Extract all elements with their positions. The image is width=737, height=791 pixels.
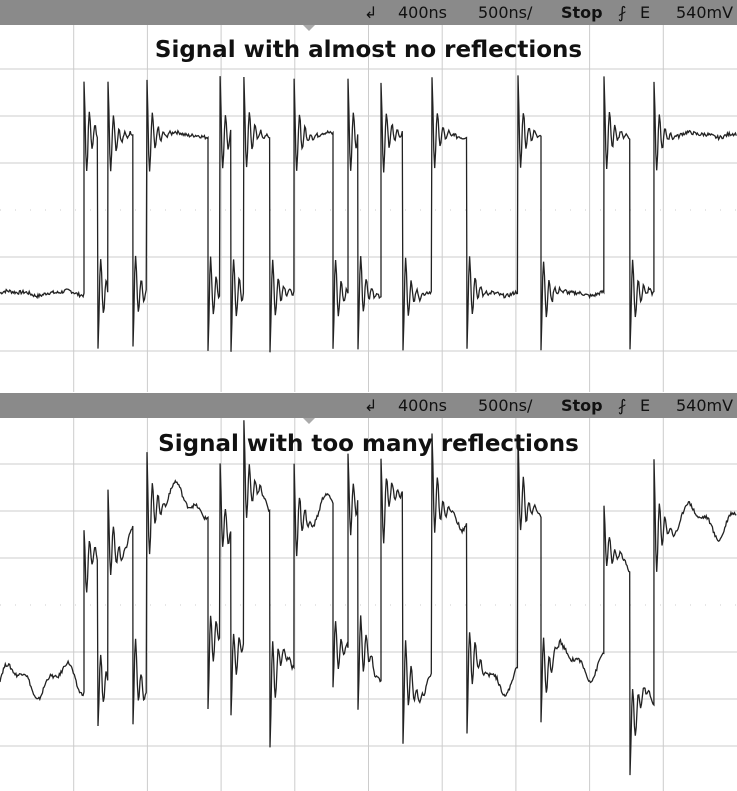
trigger-source: E bbox=[640, 3, 651, 22]
trigger-level: 540mV bbox=[676, 3, 734, 22]
timebase: 500ns/ bbox=[478, 3, 533, 22]
waveform-trace bbox=[0, 75, 737, 353]
chart-title-bottom: Signal with too many reflections bbox=[158, 431, 579, 457]
waveform-plot-bottom bbox=[0, 418, 737, 791]
trigger-position-marker bbox=[303, 25, 315, 31]
trigger-position: 400ns bbox=[398, 396, 448, 415]
scope-panel-top: ↲ 400ns 500ns/ Stop ⨏ E 540mV Signal wit… bbox=[0, 0, 737, 392]
waveform-plot-top bbox=[0, 25, 737, 392]
run-status: Stop bbox=[561, 396, 603, 415]
run-status: Stop bbox=[561, 3, 603, 22]
trigger-level: 540mV bbox=[676, 396, 734, 415]
trigger-position: 400ns bbox=[398, 3, 448, 22]
trigger-position-marker bbox=[303, 418, 315, 424]
status-bar-bottom: ↲ 400ns 500ns/ Stop ⨏ E 540mV bbox=[0, 393, 737, 418]
trigger-marker-icon: ↲ bbox=[364, 3, 378, 22]
status-bar-top: ↲ 400ns 500ns/ Stop ⨏ E 540mV bbox=[0, 0, 737, 25]
chart-title-top: Signal with almost no reflections bbox=[154, 37, 583, 63]
trigger-source: E bbox=[640, 396, 651, 415]
waveform-trace bbox=[0, 420, 737, 776]
scope-panel-bottom: ↲ 400ns 500ns/ Stop ⨏ E 540mV Signal wit… bbox=[0, 393, 737, 791]
rising-edge-icon: ⨏ bbox=[618, 396, 627, 415]
timebase: 500ns/ bbox=[478, 396, 533, 415]
rising-edge-icon: ⨏ bbox=[618, 3, 627, 22]
trigger-marker-icon: ↲ bbox=[364, 396, 378, 415]
